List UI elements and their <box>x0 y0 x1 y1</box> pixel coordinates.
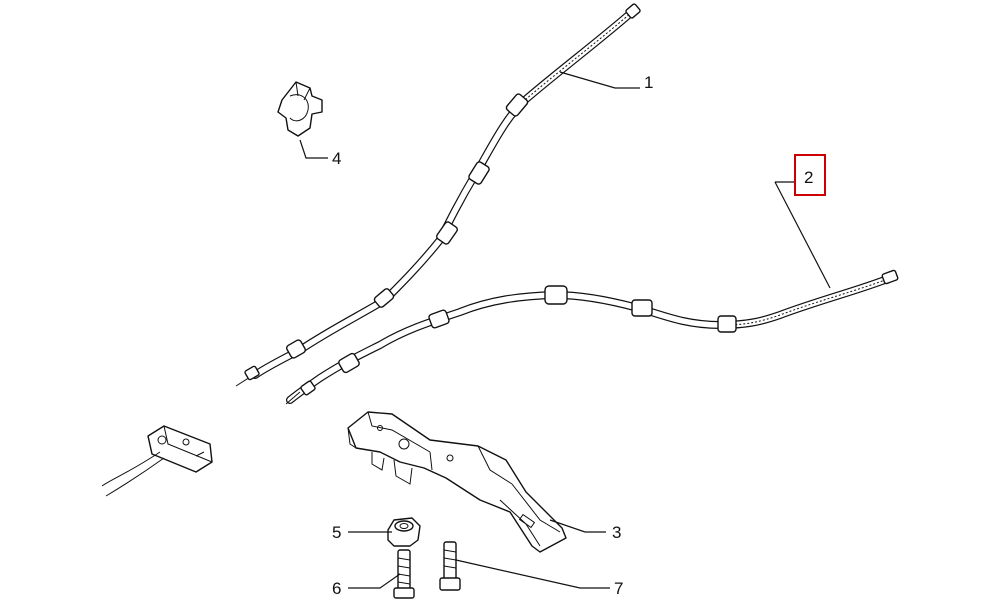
callout-5: 5 <box>332 523 341 542</box>
callout-2-highlight <box>794 154 826 196</box>
callout-7: 7 <box>614 579 623 598</box>
cable-part-1[interactable] <box>235 3 641 387</box>
cable-end-bracket[interactable] <box>101 425 213 497</box>
cable-part-2[interactable] <box>285 269 899 405</box>
callout-2: 2 <box>804 168 813 187</box>
clip-part-4[interactable] <box>277 81 323 137</box>
callout-6: 6 <box>332 579 341 598</box>
nut-part-5[interactable] <box>387 517 421 547</box>
bolt-part-7[interactable] <box>439 541 461 591</box>
leader-lines <box>299 71 831 589</box>
callout-4: 4 <box>332 149 341 168</box>
bolt-part-6[interactable] <box>393 549 415 599</box>
bracket-part-3[interactable] <box>347 411 567 553</box>
callout-1: 1 <box>644 73 653 92</box>
callout-3: 3 <box>612 523 621 542</box>
